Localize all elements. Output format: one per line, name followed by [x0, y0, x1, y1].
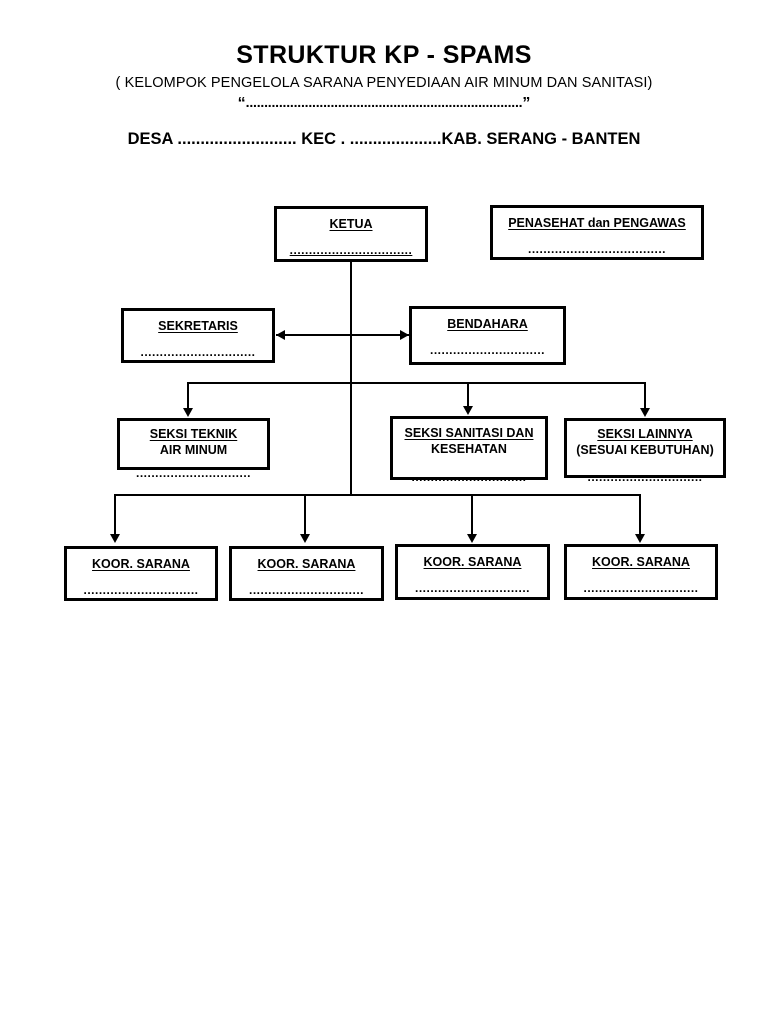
node-sekretaris-title: SEKRETARIS	[158, 319, 238, 333]
arrow-seksi-teknik	[183, 408, 193, 417]
node-sekretaris[interactable]: SEKRETARIS .............................…	[121, 308, 275, 363]
connector-koor-bus	[114, 494, 641, 496]
connector-drop-koor-1	[114, 494, 116, 536]
arrow-seksi-lainnya	[640, 408, 650, 417]
arrow-koor-4	[635, 534, 645, 543]
node-seksi-teknik[interactable]: SEKSI TEKNIK AIR MINUM .................…	[117, 418, 270, 479]
node-ketua-title: KETUA	[329, 217, 373, 231]
node-seksi-teknik-subtitle: AIR MINUM	[159, 443, 228, 457]
node-seksi-sanitasi-subtitle: KESEHATAN	[431, 442, 507, 456]
node-koor-4-title: KOOR. SARANA	[592, 555, 690, 569]
arrow-to-bendahara	[400, 330, 409, 340]
node-koor-1-title: KOOR. SARANA	[92, 557, 190, 571]
node-koor-sarana-2[interactable]: KOOR. SARANA ...........................…	[229, 546, 384, 601]
node-koor-2-title: KOOR. SARANA	[257, 557, 356, 571]
node-seksi-teknik-fill[interactable]: ..............................	[135, 465, 252, 480]
arrow-to-sekretaris	[276, 330, 285, 340]
node-koor-sarana-3[interactable]: KOOR. SARANA ...........................…	[395, 544, 550, 600]
node-seksi-sanitasi-fill[interactable]: ..............................	[411, 469, 527, 484]
connector-seksi-bus	[187, 382, 646, 384]
node-seksi-lainnya-title: SEKSI LAINNYA	[597, 427, 693, 441]
node-penasehat-fill[interactable]: ....................................	[527, 242, 667, 256]
node-koor-sarana-4[interactable]: KOOR. SARANA ...........................…	[564, 544, 718, 600]
node-ketua-fill[interactable]: ................................	[289, 243, 413, 257]
connector-drop-seksi-lainnya	[644, 382, 646, 410]
node-bendahara[interactable]: BENDAHARA ..............................	[409, 306, 566, 365]
node-seksi-lainnya[interactable]: SEKSI LAINNYA (SESUAI KEBUTUHAN) .......…	[564, 418, 726, 483]
node-ketua[interactable]: KETUA ................................	[274, 206, 428, 262]
name-dotted-line: ........................................…	[245, 94, 523, 111]
node-koor-sarana-1[interactable]: KOOR. SARANA ...........................…	[64, 546, 218, 601]
organization-name-blank: “.......................................…	[0, 95, 768, 113]
node-seksi-sanitasi[interactable]: SEKSI SANITASI DAN KESEHATAN ...........…	[390, 416, 548, 484]
close-quote: ”	[522, 95, 531, 113]
node-sekretaris-fill[interactable]: ..............................	[140, 345, 256, 359]
node-bendahara-fill[interactable]: ..............................	[429, 343, 546, 357]
node-koor-4-fill[interactable]: ..............................	[583, 581, 699, 595]
node-koor-1-fill[interactable]: ..............................	[83, 583, 199, 597]
connector-drop-seksi-teknik	[187, 382, 189, 410]
connector-ketua-spine	[350, 262, 352, 496]
document-header: STRUKTUR KP - SPAMS ( KELOMPOK PENGELOLA…	[0, 0, 768, 148]
node-koor-2-fill[interactable]: ..............................	[248, 583, 365, 597]
node-seksi-teknik-title: SEKSI TEKNIK	[149, 427, 238, 441]
node-seksi-lainnya-subtitle: (SESUAI KEBUTUHAN)	[576, 443, 714, 457]
arrow-koor-2	[300, 534, 310, 543]
arrow-seksi-sanitasi	[463, 406, 473, 415]
connector-drop-koor-4	[639, 494, 641, 536]
node-seksi-sanitasi-title: SEKSI SANITASI DAN	[404, 426, 534, 440]
node-koor-3-title: KOOR. SARANA	[423, 555, 522, 569]
arrow-koor-3	[467, 534, 477, 543]
arrow-koor-1	[110, 534, 120, 543]
node-penasehat-pengawas[interactable]: PENASEHAT dan PENGAWAS .................…	[490, 205, 704, 260]
node-seksi-lainnya-fill[interactable]: ..............................	[587, 469, 703, 484]
node-koor-3-fill[interactable]: ..............................	[414, 581, 531, 595]
connector-sekretaris-bendahara	[276, 334, 409, 336]
open-quote: “	[237, 95, 246, 113]
location-line: DESA .......................... KEC . ..…	[127, 130, 641, 149]
page-title: STRUKTUR KP - SPAMS	[236, 41, 532, 69]
connector-drop-koor-2	[304, 494, 306, 536]
node-penasehat-title: PENASEHAT dan PENGAWAS	[508, 216, 686, 230]
page-subtitle: ( KELOMPOK PENGELOLA SARANA PENYEDIAAN A…	[115, 74, 653, 91]
node-bendahara-title: BENDAHARA	[447, 317, 528, 331]
connector-drop-koor-3	[471, 494, 473, 536]
connector-drop-seksi-sanitasi	[467, 382, 469, 408]
